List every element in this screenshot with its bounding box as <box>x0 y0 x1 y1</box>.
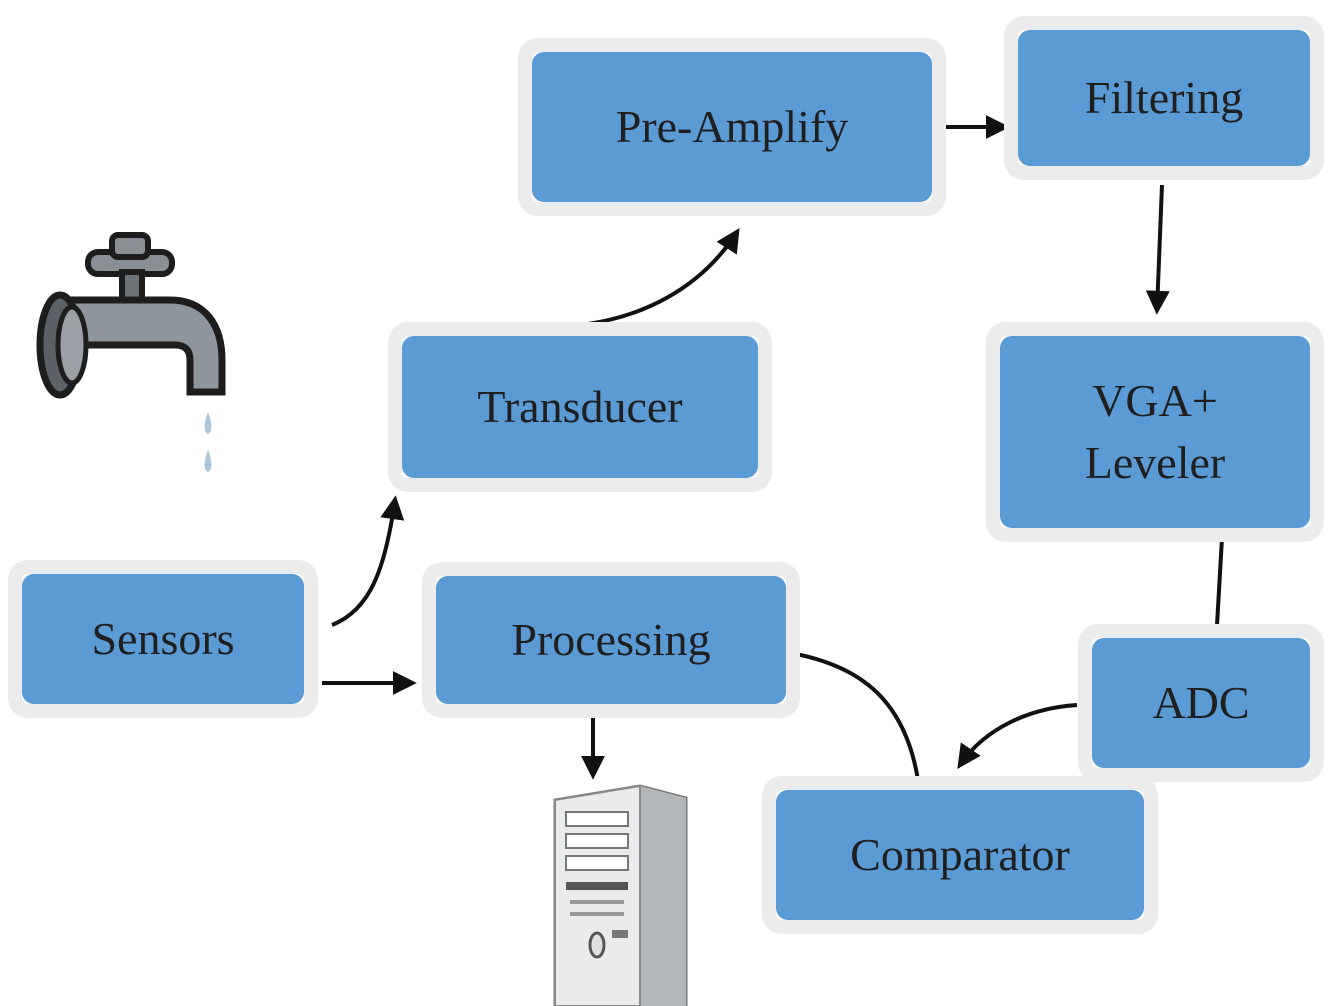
node-adc: ADC <box>1078 624 1324 782</box>
node-transducer-label: Transducer <box>477 381 683 432</box>
node-comparator-box: Comparator <box>776 790 1144 920</box>
arrow-filtering-to-vga <box>1145 184 1170 315</box>
node-adc-label: ADC <box>1152 677 1250 728</box>
node-vga-leveler: VGA+ Leveler <box>986 322 1324 542</box>
node-comparator: Comparator <box>762 776 1158 934</box>
node-transducer: Transducer <box>388 322 772 492</box>
node-comparator-label: Comparator <box>850 829 1070 880</box>
node-vga-leveler-label-line1: VGA+ <box>1092 375 1218 426</box>
node-processing-label: Processing <box>511 614 711 665</box>
arrow-transducer-to-preamplify <box>579 227 740 327</box>
node-adc-box: ADC <box>1092 638 1310 768</box>
arrow-sensors-to-transducer <box>331 495 405 627</box>
node-pre-amplify-box: Pre-Amplify <box>532 52 932 202</box>
node-filtering: Filtering <box>1004 16 1324 180</box>
node-sensors-label: Sensors <box>91 613 235 664</box>
node-sensors: Sensors <box>8 560 318 718</box>
node-pre-amplify: Pre-Amplify <box>518 38 946 216</box>
node-filtering-box: Filtering <box>1018 30 1310 166</box>
node-processing: Processing <box>422 562 800 718</box>
node-vga-leveler-box: VGA+ Leveler <box>1000 336 1310 528</box>
arrow-adc-to-comparator <box>957 703 1078 769</box>
node-transducer-box: Transducer <box>402 336 758 478</box>
node-sensors-box: Sensors <box>22 574 304 704</box>
arrow-comparator-to-processing <box>765 640 920 781</box>
node-vga-leveler-label-line2: Leveler <box>1084 437 1226 488</box>
node-processing-box: Processing <box>436 576 786 704</box>
node-pre-amplify-label: Pre-Amplify <box>615 101 849 152</box>
node-filtering-label: Filtering <box>1084 72 1244 123</box>
